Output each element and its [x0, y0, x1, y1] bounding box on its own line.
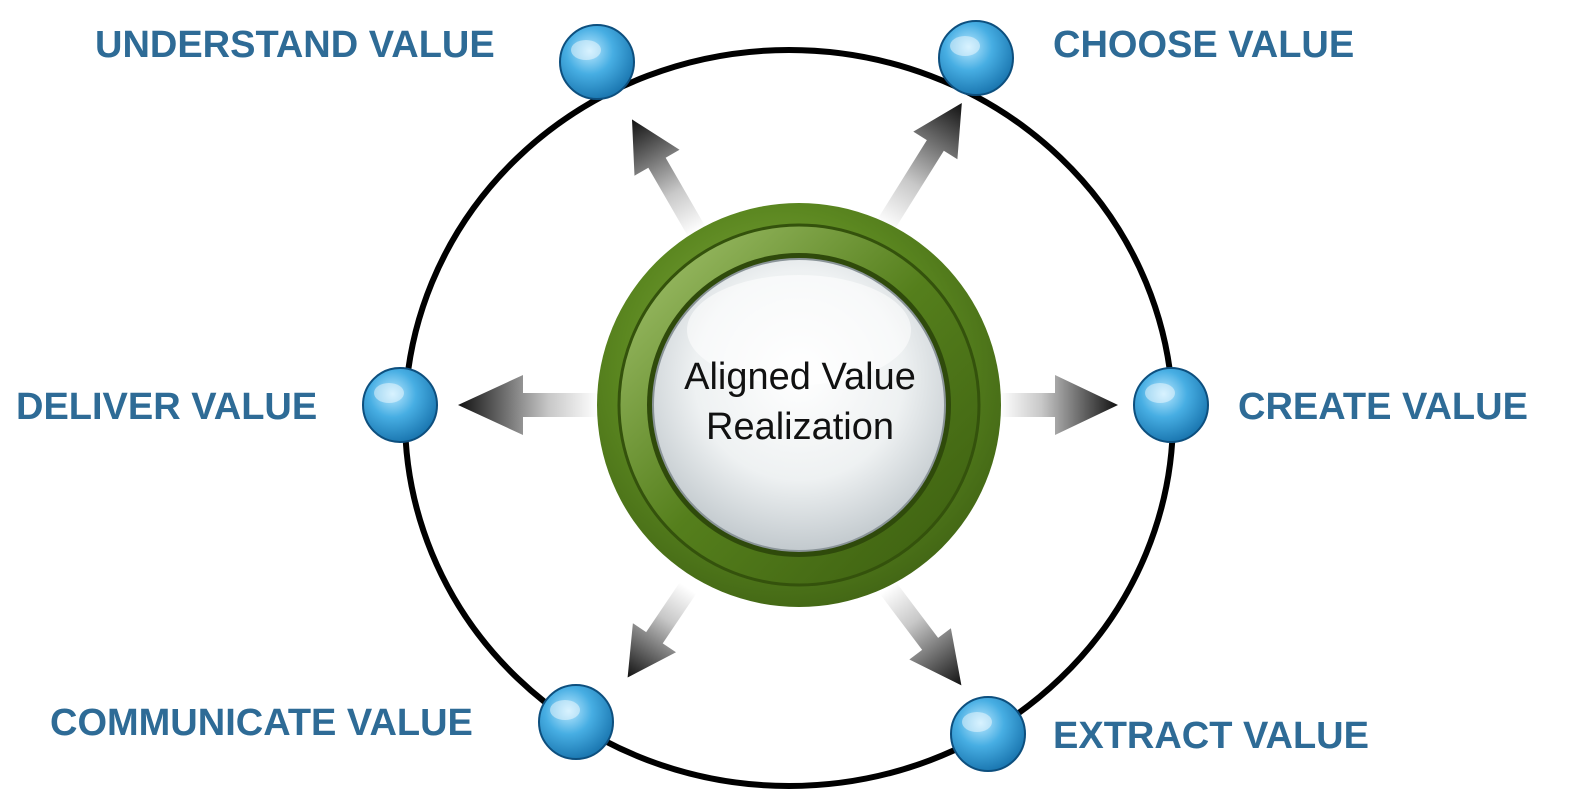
center-title-line-2: Realization — [706, 406, 894, 448]
label-create-value: CREATE VALUE — [1238, 386, 1528, 428]
node-deliver — [362, 367, 438, 443]
arrow-to-communicate — [627, 582, 697, 678]
center-title: Aligned Value Realization — [640, 352, 960, 452]
label-understand-value: UNDERSTAND VALUE — [95, 24, 495, 66]
label-extract-value: EXTRACT VALUE — [1053, 715, 1369, 757]
node-create — [1133, 367, 1209, 443]
label-choose-value: CHOOSE VALUE — [1053, 24, 1355, 66]
arrow-to-extract — [880, 581, 962, 686]
arrow-to-create — [1000, 375, 1118, 435]
node-communicate — [538, 684, 614, 760]
label-communicate-value: COMMUNICATE VALUE — [50, 702, 473, 744]
center-title-line-1: Aligned Value — [684, 356, 916, 398]
node-understand — [559, 24, 635, 100]
arrow-to-deliver — [458, 375, 598, 435]
node-extract — [950, 696, 1026, 772]
arrow-to-understand — [632, 119, 706, 237]
arrow-to-choose — [876, 103, 962, 232]
label-deliver-value: DELIVER VALUE — [16, 386, 318, 428]
node-choose — [938, 20, 1014, 96]
center-medallion — [597, 203, 1001, 607]
